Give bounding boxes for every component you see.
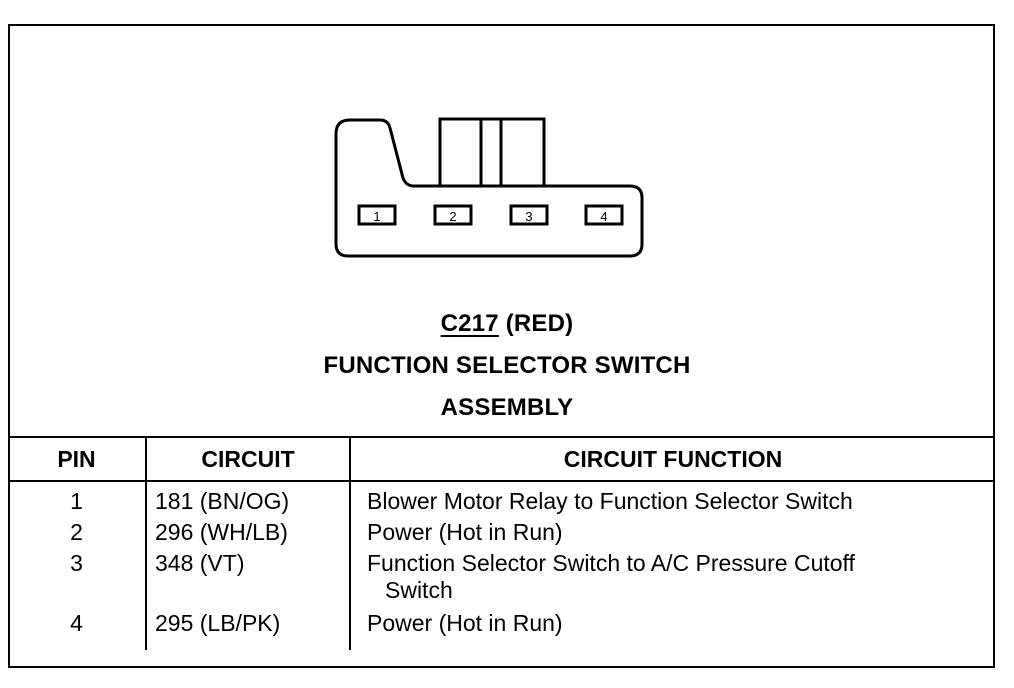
circuit-function-continued: Switch: [385, 577, 453, 603]
circuit-function-cell: Function Selector Switch to A/C Pressure…: [349, 546, 995, 604]
connector-face-diagram: 1 2 3 4: [334, 117, 644, 258]
table-row: 4 295 (LB/PK) Power (Hot in Run): [8, 604, 995, 650]
pin-label-3: 3: [525, 209, 532, 224]
header-circuit: CIRCUIT: [145, 436, 350, 482]
pin-number: 4: [70, 610, 83, 636]
table-row: 3 348 (VT) Function Selector Switch to A…: [8, 546, 995, 604]
connector-id: C217: [440, 310, 499, 337]
table-row: 1 181 (BN/OG) Blower Motor Relay to Func…: [8, 488, 995, 515]
connector-body: [334, 118, 644, 258]
pin-label-4: 4: [600, 209, 607, 224]
circuit-function: Function Selector Switch to A/C Pressure…: [367, 550, 855, 576]
connector-name-line1: FUNCTION SELECTOR SWITCH: [323, 352, 691, 379]
pin-number: 2: [70, 519, 83, 545]
circuit-function: Power (Hot in Run): [349, 604, 995, 650]
pin-number: 3: [70, 550, 83, 576]
circuit-id: 295 (LB/PK): [145, 604, 350, 650]
circuit-id: 296 (WH/LB): [145, 515, 350, 546]
circuit-id: 181 (BN/OG): [145, 488, 350, 515]
pinout-table: PIN CIRCUIT CIRCUIT FUNCTION 1 181 (BN/O…: [8, 436, 995, 650]
pin-cavity-1: [357, 204, 397, 226]
table-header-row: PIN CIRCUIT CIRCUIT FUNCTION: [8, 436, 995, 482]
circuit-id: 348 (VT): [145, 546, 350, 604]
header-circuit-function: CIRCUIT FUNCTION: [349, 436, 995, 482]
pin-label-1: 1: [373, 209, 380, 224]
pin-cavity-2: [433, 204, 473, 226]
diagram-frame: [8, 24, 995, 668]
connector-color: (RED): [505, 310, 574, 337]
pin-label-2: 2: [449, 209, 456, 224]
circuit-function: Blower Motor Relay to Function Selector …: [349, 488, 995, 515]
pin-cavity-4: [584, 204, 624, 226]
circuit-function: Power (Hot in Run): [349, 515, 995, 546]
connector-title: C217 (RED): [0, 310, 1014, 338]
table-row: 2 296 (WH/LB) Power (Hot in Run): [8, 515, 995, 546]
pin-cavity-3: [509, 204, 549, 226]
connector-name-line2: ASSEMBLY: [440, 394, 574, 421]
connector-lock-tab: [438, 117, 546, 188]
header-pin: PIN: [8, 436, 146, 482]
pin-number: 1: [70, 488, 83, 514]
